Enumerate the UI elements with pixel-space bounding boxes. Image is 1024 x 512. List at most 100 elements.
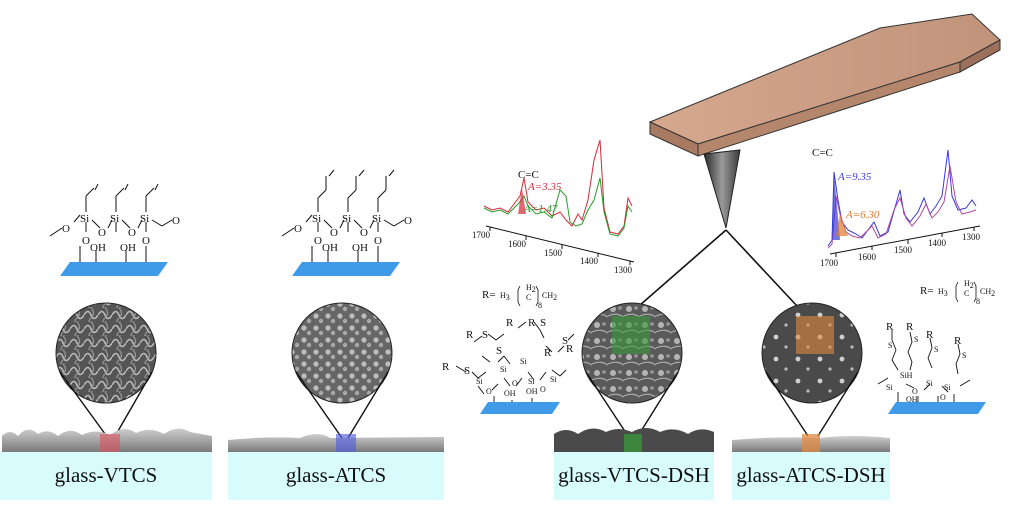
sem-image-atcs xyxy=(291,302,393,404)
area-blue-label: A=9.35 xyxy=(837,171,872,183)
sample-label: glass-ATCS xyxy=(286,463,386,487)
oh-label: OH xyxy=(322,242,338,254)
spectrum-red xyxy=(483,139,633,235)
s-label: S xyxy=(540,317,546,329)
sample-label-box xyxy=(554,452,714,500)
molecule-atcs-dsh: R R R R S S S S SiH Si O Si Si OH O xyxy=(877,321,971,404)
r-label: R xyxy=(466,329,474,341)
c-label: C xyxy=(526,293,531,302)
zoom-line xyxy=(765,371,809,437)
o-label: O xyxy=(62,223,70,235)
tick-label: 1700 xyxy=(820,258,839,268)
ch2-bracket-label: H2 xyxy=(964,279,974,290)
si-label: Si xyxy=(550,375,557,384)
r-label: R xyxy=(442,361,450,373)
si-label: Si xyxy=(110,213,119,225)
o-label: O xyxy=(486,387,492,396)
s-label: S xyxy=(962,351,966,360)
si-label: Si xyxy=(500,365,507,374)
s-label: S xyxy=(562,335,568,347)
region-marker xyxy=(100,434,120,452)
r-definition-right: R= H3 H2 C CH2 8 xyxy=(920,279,995,306)
o-label: O xyxy=(172,215,180,227)
oh-label: OH xyxy=(526,387,538,396)
molecule-vtcs: O Si O O Si OH O Si OH O O xyxy=(49,183,180,264)
o-label: O xyxy=(294,223,302,235)
x-axis xyxy=(829,225,981,255)
zoom-line xyxy=(59,371,109,439)
tick-label: 1500 xyxy=(544,248,563,258)
si-label: Si xyxy=(312,213,321,225)
si-label: Si xyxy=(476,377,483,386)
r-label: R xyxy=(886,321,894,333)
r-label: R xyxy=(954,335,962,347)
s-label: S xyxy=(496,345,502,357)
r-label: R xyxy=(566,343,574,355)
oh-label: OH xyxy=(120,242,136,254)
glass-substrate xyxy=(888,402,986,414)
afm-scan-region xyxy=(796,316,834,354)
tick-label: 1400 xyxy=(580,256,599,266)
o-label: O xyxy=(330,227,338,239)
sample-label: glass-VTCS xyxy=(55,463,158,487)
r-label: R xyxy=(528,317,536,329)
cantilever-end xyxy=(959,39,1001,73)
o-label: O xyxy=(128,227,136,239)
si-label: Si xyxy=(372,213,381,225)
afm-tip xyxy=(703,149,741,229)
spectrum-right: C=C A=9.35 A=6.30 1700 1600 1500 1400 13… xyxy=(812,147,981,268)
o-label: O xyxy=(314,235,322,247)
o-label: O xyxy=(374,235,382,247)
cantilever-top xyxy=(648,13,1001,145)
panel-glass-vtcs-dsh: R S R R S R S R R S S Si Si Si Si Si O O… xyxy=(442,302,714,500)
h3c-label: H3 xyxy=(500,291,510,302)
area-orange-label: A=6.30 xyxy=(845,209,880,221)
zoom-line xyxy=(113,371,153,439)
panel-glass-atcs-dsh: glass-ATCS-DSH xyxy=(732,302,986,500)
area-green-label: A=1.47 xyxy=(523,203,558,215)
o-label: O xyxy=(940,393,946,402)
peak-area-red xyxy=(518,188,526,214)
oh-label: OH xyxy=(352,242,368,254)
tick-label: 1600 xyxy=(508,239,527,249)
panel-glass-vtcs: O Si O O Si OH O Si OH O O glass-VTCS xyxy=(0,183,212,500)
zoom-line xyxy=(637,371,679,437)
s-label: S xyxy=(914,335,918,344)
tick-label: 1600 xyxy=(858,252,877,262)
x-axis xyxy=(485,225,635,263)
o-label: O xyxy=(142,235,150,247)
o-label: O xyxy=(404,215,412,227)
zoom-line xyxy=(347,371,389,439)
tick-label: 1300 xyxy=(614,265,633,275)
o-label: O xyxy=(912,387,918,396)
c-label: C xyxy=(964,289,969,298)
si-label: Si xyxy=(926,379,933,388)
spectrum-green xyxy=(483,177,633,237)
o-label: O xyxy=(98,227,106,239)
s-label: S xyxy=(888,341,892,350)
subscript-8: 8 xyxy=(976,297,980,306)
r-equals-label: R= xyxy=(482,289,496,301)
glass-substrate xyxy=(292,262,400,276)
s-label: S xyxy=(934,345,938,354)
sample-label: glass-ATCS-DSH xyxy=(736,463,885,487)
si-label: Si xyxy=(342,213,351,225)
si-label: Si xyxy=(80,213,89,225)
r-label: R xyxy=(544,347,552,359)
sem-image-vtcs xyxy=(55,302,157,404)
region-marker xyxy=(336,434,356,452)
si-label: Si xyxy=(944,383,951,392)
s-label: S xyxy=(464,365,470,377)
glass-substrate xyxy=(480,402,560,414)
ch2-label: CH2 xyxy=(542,291,557,302)
o-label: O xyxy=(360,227,368,239)
r-label: R xyxy=(506,317,514,329)
s-label: S xyxy=(482,329,488,341)
sih-label: SiH xyxy=(900,371,913,380)
r-label: R xyxy=(906,321,914,333)
axis-ticks xyxy=(489,227,631,265)
tick-label: 1500 xyxy=(894,245,913,255)
peak-area-blue xyxy=(832,172,840,240)
tick-label: 1400 xyxy=(928,238,947,248)
subscript-8: 8 xyxy=(538,301,542,310)
